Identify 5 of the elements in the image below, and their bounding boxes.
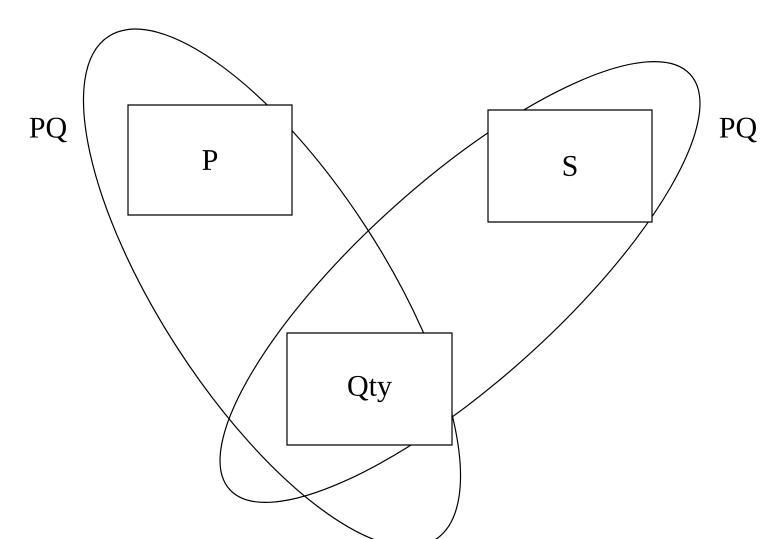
- set-label: PQ: [720, 118, 757, 142]
- entity-box: P: [127, 104, 293, 216]
- set-label: PQ: [30, 118, 67, 142]
- entity-box: S: [487, 109, 653, 223]
- entity-box: Qty: [286, 332, 453, 446]
